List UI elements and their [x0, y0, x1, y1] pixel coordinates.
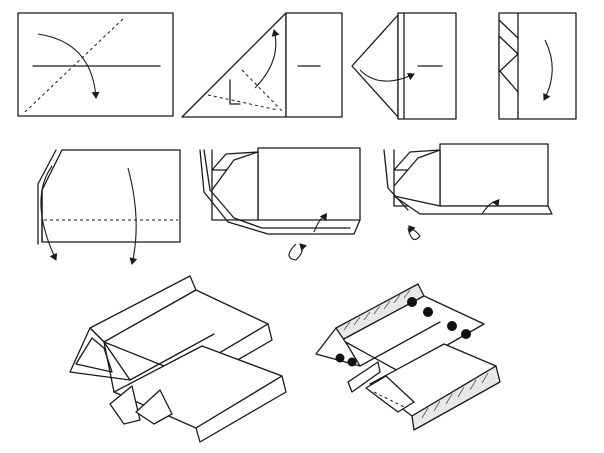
- twist-arrow: [288, 243, 308, 261]
- fold-arrow: [359, 69, 415, 82]
- fold-arrow: [40, 165, 58, 261]
- fold-arrow: [254, 29, 280, 89]
- weight-dot: [447, 321, 457, 331]
- weight-dot: [335, 353, 345, 363]
- weight-dot: [423, 307, 433, 317]
- fold-arrow: [37, 33, 100, 99]
- step-1-diagram: [17, 12, 174, 117]
- step-5-diagram: [37, 149, 181, 265]
- twist-arrow: [407, 225, 421, 241]
- weight-dot: [407, 297, 417, 307]
- weight-dot: [461, 329, 471, 339]
- fold-arrow: [313, 212, 327, 233]
- step-3-diagram: [351, 12, 457, 120]
- fold-arrow: [127, 167, 138, 265]
- step-7-diagram: [383, 143, 553, 241]
- step-4-diagram: [498, 12, 577, 120]
- fold-arrow: [481, 198, 500, 215]
- step-6-diagram: [199, 147, 361, 261]
- fold-arrow: [543, 39, 553, 101]
- finished-plane: [69, 275, 287, 443]
- step-2-diagram: [181, 12, 343, 118]
- weighted-plane: [315, 283, 501, 431]
- weight-dot: [347, 357, 357, 367]
